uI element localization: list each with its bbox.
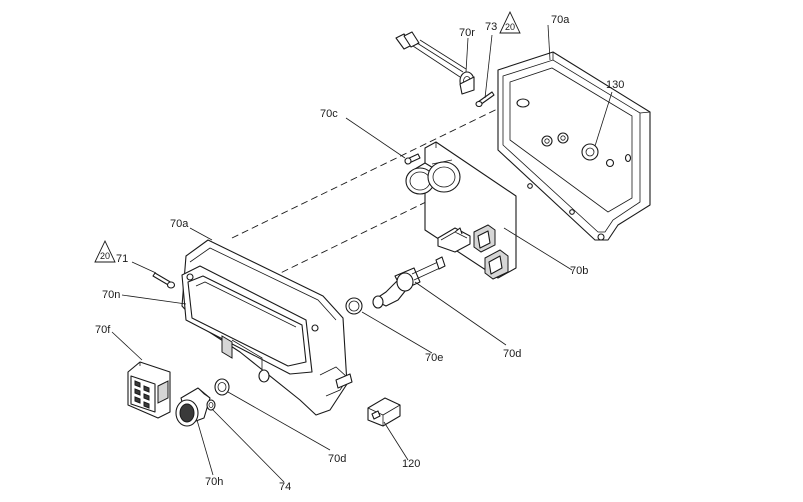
screw-70c [404, 153, 421, 165]
label-70c: 70c [320, 108, 338, 120]
keypad-70f [127, 361, 171, 419]
warning-number: 20 [100, 251, 110, 261]
label-70d-right: 70d [503, 348, 521, 360]
label-70n: 70n [102, 289, 120, 301]
part-labels: 70r 73 70a 130 70c 70a 71 70n 70f 70b 70… [95, 14, 624, 493]
label-70a-left: 70a [170, 218, 189, 230]
leader-lines [111, 24, 613, 483]
label-70b: 70b [570, 265, 588, 277]
label-74: 74 [279, 481, 291, 493]
label-120: 120 [402, 458, 420, 470]
label-70h: 70h [205, 476, 223, 488]
warning-triangle-left: 20 [94, 239, 116, 263]
label-130: 130 [606, 79, 624, 91]
cable-grommet-70r [395, 31, 475, 95]
warning-triangle-top: 20 [499, 10, 521, 34]
warning-number: 20 [505, 22, 515, 32]
label-70r: 70r [459, 27, 475, 39]
back-cover-70a [497, 51, 651, 241]
sensor-70d [372, 256, 446, 309]
label-70e: 70e [425, 352, 443, 364]
label-73: 73 [485, 21, 497, 33]
o-ring-70e [345, 297, 363, 315]
gasket-70d [214, 378, 230, 396]
screw-73 [475, 91, 495, 108]
knob-70h [175, 387, 211, 427]
label-70d-bottom: 70d [328, 453, 346, 465]
front-cover-70a [181, 239, 353, 416]
dial-knobs [405, 159, 461, 195]
screw-71 [152, 272, 176, 289]
label-70a-top: 70a [551, 14, 570, 26]
alignment-lines [231, 97, 521, 283]
label-70f: 70f [95, 324, 111, 336]
clip-120 [367, 397, 401, 427]
label-71: 71 [116, 253, 128, 265]
washer-74 [206, 399, 216, 411]
